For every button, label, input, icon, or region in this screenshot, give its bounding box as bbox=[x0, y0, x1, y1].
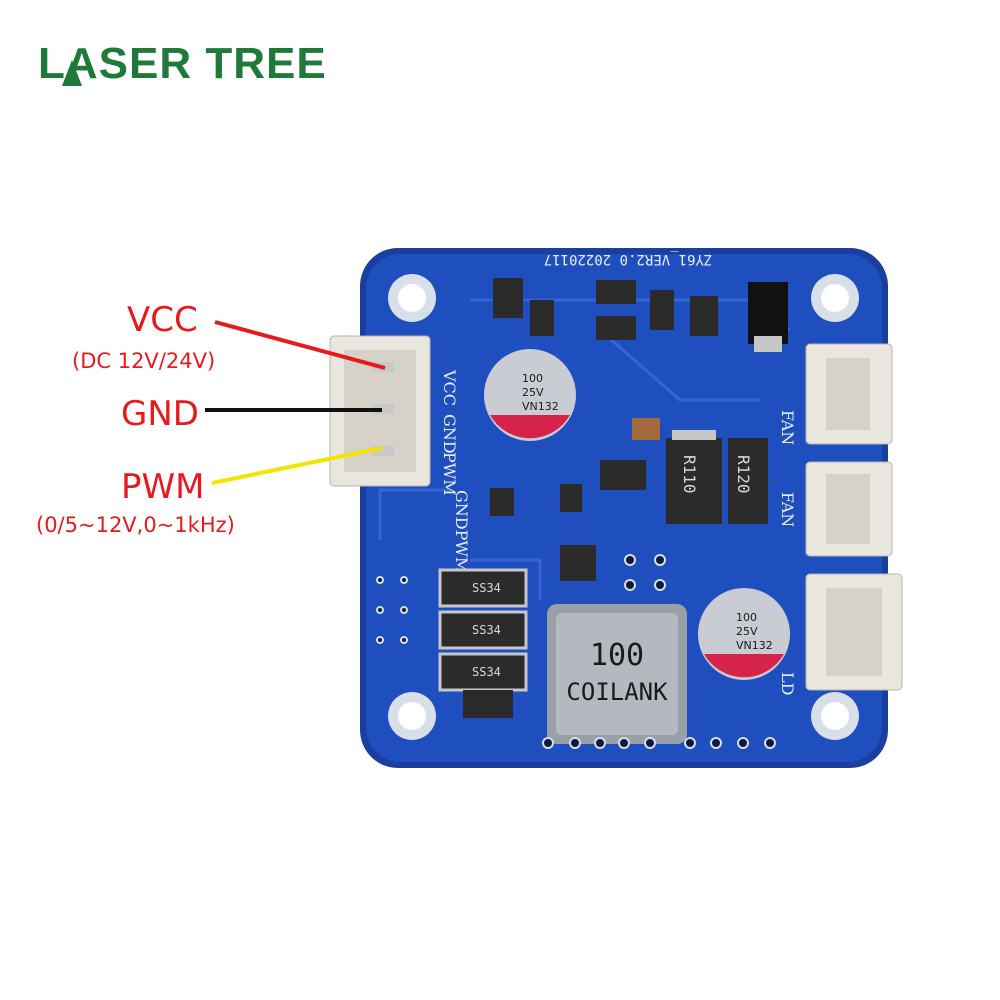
silk-fan-2: FAN bbox=[778, 492, 797, 527]
vias bbox=[376, 554, 776, 749]
pwm-label: PWM bbox=[121, 467, 205, 507]
capacitor-top: 100 25V VN132 bbox=[484, 349, 576, 441]
vcc-note: (DC 12V/24V) bbox=[72, 349, 216, 373]
svg-text:COILANK: COILANK bbox=[566, 678, 668, 706]
capacitor-bottom: 100 25V VN132 bbox=[698, 588, 790, 680]
resistor-r110: R110 bbox=[666, 430, 722, 524]
silk-ld: LD bbox=[778, 672, 797, 695]
diodes: SS34 SS34 SS34 bbox=[438, 568, 528, 692]
svg-text:100: 100 bbox=[522, 372, 543, 385]
ld-connector bbox=[805, 573, 903, 691]
svg-text:SS34: SS34 bbox=[472, 623, 501, 637]
svg-text:R120: R120 bbox=[734, 455, 753, 494]
mounting-holes bbox=[388, 274, 859, 740]
board-silkscreen: ZY61_VER2.0 20220117 bbox=[544, 251, 713, 267]
brand-logo: LASER TREE bbox=[38, 42, 327, 86]
fan-connector-1 bbox=[805, 343, 893, 445]
vcc-label: VCC bbox=[127, 300, 198, 340]
gnd-label: GND bbox=[121, 394, 199, 434]
silk-vcc: VCC bbox=[440, 369, 459, 406]
svg-text:VN132: VN132 bbox=[736, 639, 773, 652]
silk-gnd: GND bbox=[440, 414, 459, 454]
smd-components bbox=[463, 278, 788, 718]
brand-name: LASER TREE bbox=[38, 39, 327, 88]
silk-fan-1: FAN bbox=[778, 410, 797, 445]
svg-text:100: 100 bbox=[736, 611, 757, 624]
svg-text:25V: 25V bbox=[522, 386, 544, 399]
svg-text:VN132: VN132 bbox=[522, 400, 559, 413]
silk-pwm: PWM bbox=[440, 452, 459, 496]
fan-connector-2 bbox=[805, 461, 893, 557]
vcc-wire bbox=[214, 320, 386, 370]
svg-text:R110: R110 bbox=[680, 455, 699, 494]
svg-text:100: 100 bbox=[590, 638, 644, 673]
pwm-wire bbox=[211, 446, 383, 485]
svg-text:25V: 25V bbox=[736, 625, 758, 638]
svg-text:SS34: SS34 bbox=[472, 581, 501, 595]
silk-gndpwm: GNDPWM bbox=[452, 490, 471, 573]
svg-text:SS34: SS34 bbox=[472, 665, 501, 679]
pwm-note: (0/5~12V,0~1kHz) bbox=[36, 513, 235, 537]
resistor-r120: R120 bbox=[728, 438, 768, 524]
tree-icon bbox=[62, 60, 82, 86]
inductor: 100 COILANK bbox=[547, 604, 687, 744]
